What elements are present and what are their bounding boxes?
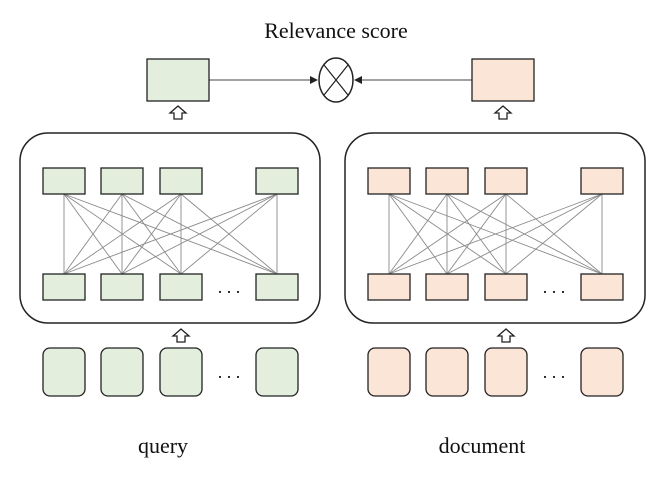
document-hidden-ellipsis: . . . bbox=[543, 277, 566, 297]
document-encoder-box bbox=[344, 132, 646, 324]
query-hidden-ellipsis: . . . bbox=[218, 277, 241, 297]
query-embedding-box bbox=[146, 58, 210, 102]
document-top-token-box bbox=[484, 167, 528, 195]
query-side: . . . . . . bbox=[42, 105, 299, 397]
query-input-token-box bbox=[100, 347, 144, 397]
query-top-token-box bbox=[42, 167, 86, 195]
query-bottom-token-box bbox=[255, 273, 299, 301]
document-attention-lines bbox=[388, 193, 603, 275]
query-input-up-arrow-icon bbox=[171, 328, 191, 343]
document-bottom-token-box bbox=[484, 273, 528, 301]
query-input-ellipsis: . . . bbox=[218, 362, 241, 382]
query-label: query bbox=[138, 433, 188, 458]
document-top-token-box bbox=[367, 167, 411, 195]
score-operator-icon bbox=[318, 57, 354, 103]
document-bottom-token-box bbox=[367, 273, 411, 301]
document-label: document bbox=[439, 433, 526, 458]
query-top-token-box bbox=[100, 167, 144, 195]
query-output-up-arrow-icon bbox=[168, 105, 188, 120]
document-side: . . . . . . bbox=[367, 105, 624, 397]
document-input-token-box bbox=[367, 347, 411, 397]
query-input-token-box bbox=[42, 347, 86, 397]
document-output-up-arrow-icon bbox=[493, 105, 513, 120]
document-input-token-box bbox=[484, 347, 528, 397]
query-bottom-token-box bbox=[159, 273, 203, 301]
document-bottom-token-box bbox=[425, 273, 469, 301]
query-top-token-box bbox=[159, 167, 203, 195]
document-top-token-box bbox=[425, 167, 469, 195]
query-encoder-box bbox=[19, 132, 321, 324]
document-embedding-box bbox=[471, 58, 535, 102]
query-top-token-box bbox=[255, 167, 299, 195]
document-bottom-token-box bbox=[580, 273, 624, 301]
document-top-token-box bbox=[580, 167, 624, 195]
document-input-ellipsis: . . . bbox=[543, 362, 566, 382]
document-input-token-box bbox=[580, 347, 624, 397]
query-input-token-box bbox=[255, 347, 299, 397]
query-bottom-token-box bbox=[42, 273, 86, 301]
query-input-token-box bbox=[159, 347, 203, 397]
query-bottom-token-box bbox=[100, 273, 144, 301]
document-input-up-arrow-icon bbox=[496, 328, 516, 343]
relevance-score-label: Relevance score bbox=[264, 18, 408, 43]
query-attention-lines bbox=[63, 193, 278, 275]
document-input-token-box bbox=[425, 347, 469, 397]
